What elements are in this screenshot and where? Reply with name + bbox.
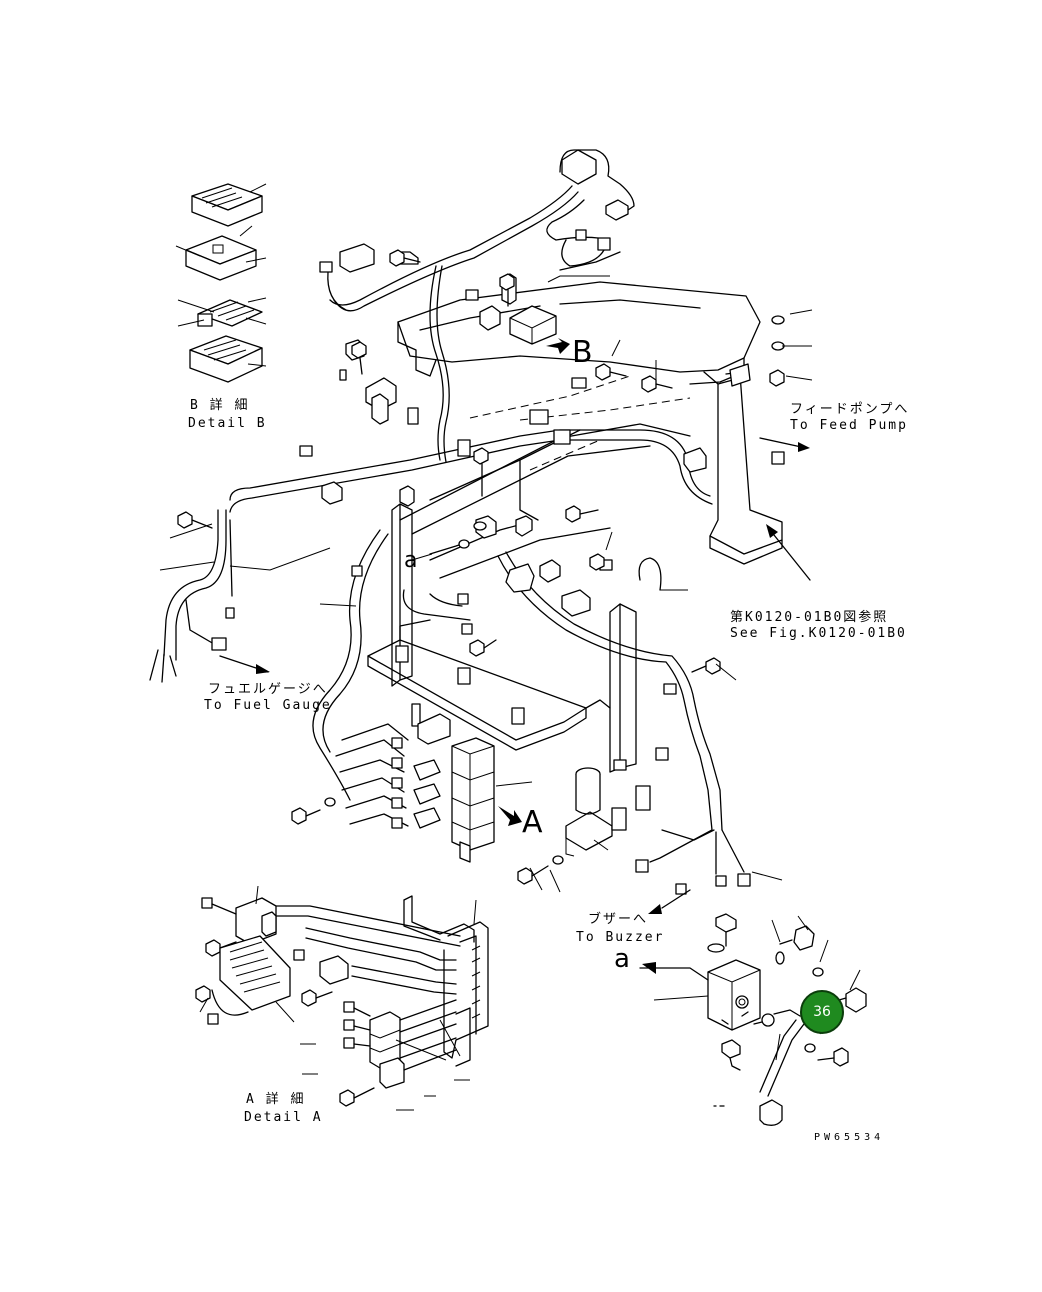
buzzer-label-jp: ブザーへ: [588, 912, 649, 927]
detail-b-parts: [175, 183, 267, 383]
part-callout-36[interactable]: 36: [800, 990, 844, 1034]
feed-pump-label-en: To Feed Pump: [790, 418, 908, 433]
see-fig-label-en: See Fig.K0120-01B0: [730, 626, 907, 641]
view-arrow-a-label: A: [522, 805, 543, 840]
section-mark-a-lower: a: [614, 944, 630, 974]
detail-b-label-en: Detail B: [188, 416, 267, 431]
detail-a-parts: [195, 885, 489, 1111]
detail-a-label-jp: A 詳 細: [246, 1092, 306, 1107]
fuel-gauge-label-en: To Fuel Gauge: [204, 698, 332, 713]
feed-pump-label-jp: フィードポンプへ: [790, 402, 910, 417]
bolts: [177, 249, 785, 885]
section-mark-a-small: a: [404, 548, 418, 573]
buzzer-label-en: To Buzzer: [576, 930, 665, 945]
see-fig-label-jp: 第K0120-01B0図参照: [730, 610, 889, 625]
connectors: [211, 149, 785, 895]
view-arrow-b-label: B: [572, 335, 593, 370]
main-frame: [367, 275, 783, 773]
detail-b-label-jp: B 詳 細: [190, 398, 250, 413]
filter-block: [159, 309, 867, 1126]
detail-a-label-en: Detail A: [244, 1110, 323, 1125]
drawing-number: PW65534: [814, 1132, 885, 1143]
fuel-gauge-label-jp: フュエルゲージへ: [208, 682, 328, 697]
